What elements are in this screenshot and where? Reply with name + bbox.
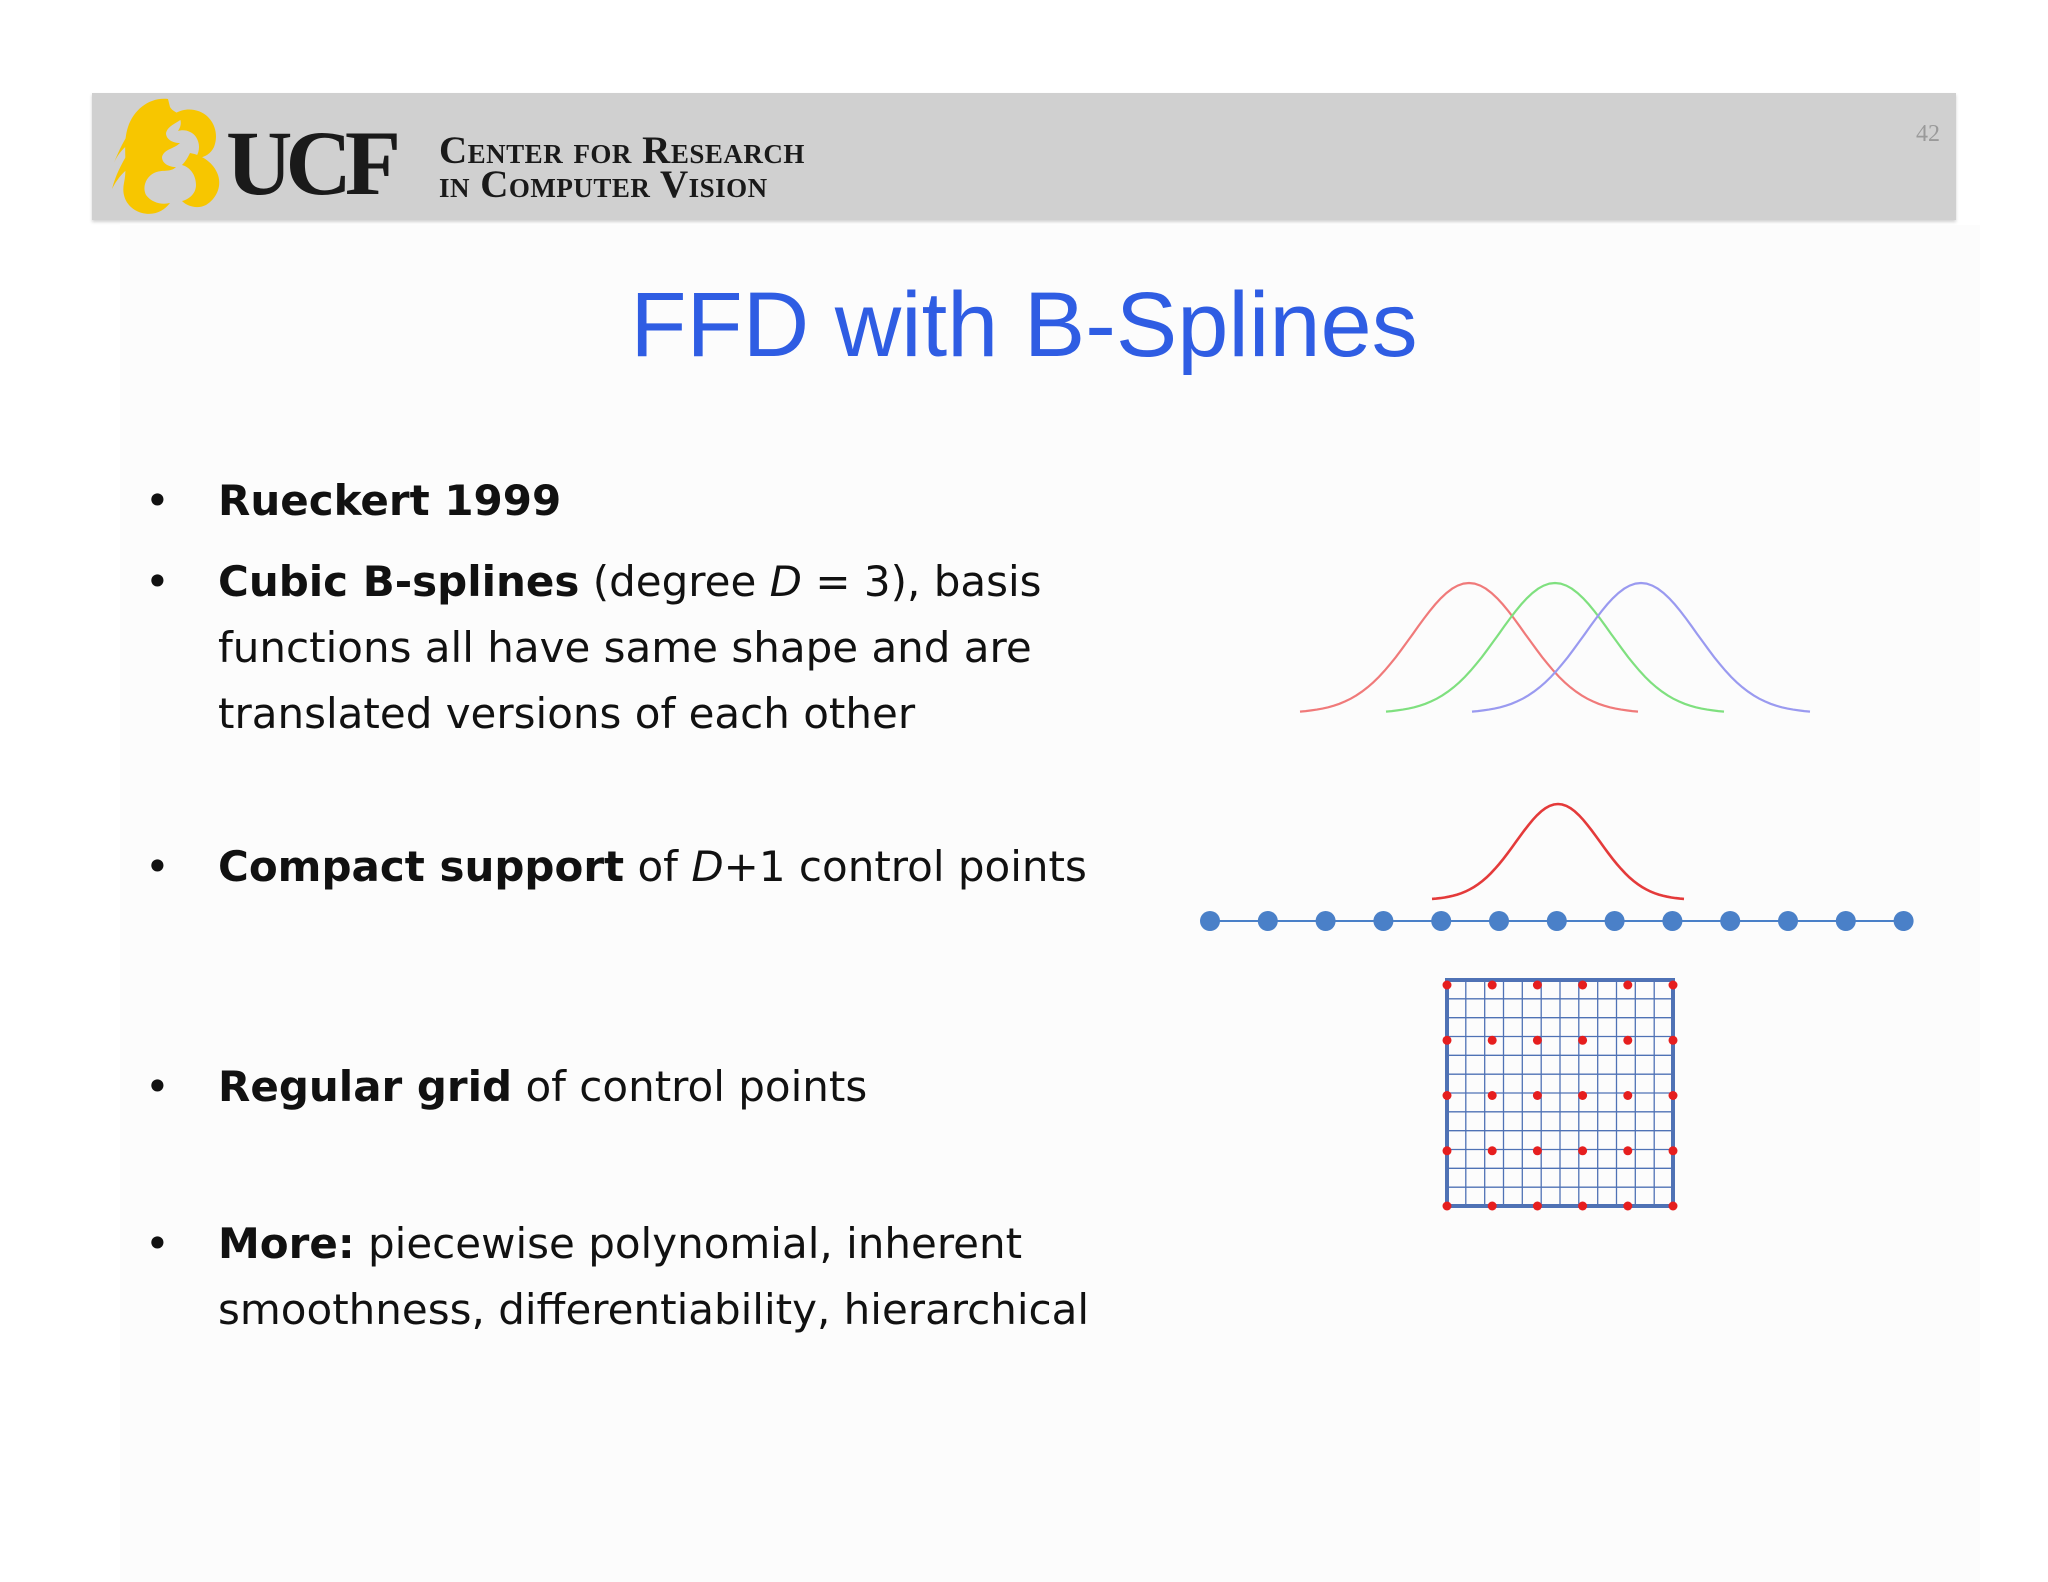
bullet-bold: Cubic B-splines	[218, 557, 580, 606]
bullet-text: Regular grid of control points	[218, 1054, 867, 1120]
page-number: 42	[1916, 121, 1940, 147]
ucf-logo-text: UCF	[226, 112, 401, 214]
bullet-dot: •	[145, 476, 170, 525]
org-name-line1: Center for Research	[439, 129, 805, 172]
bullet-line: translated versions of each other	[218, 689, 916, 738]
bullet-text: Cubic B-splines (degree D = 3), basis fu…	[218, 549, 1042, 747]
bullet-text: More: piecewise polynomial, inherent smo…	[218, 1211, 1089, 1343]
header-bar: UCF Center for Research in Computer Visi…	[92, 93, 1956, 220]
org-name-line2: in Computer Vision	[439, 163, 768, 206]
slide-title: FFD with B-Splines	[630, 274, 1418, 376]
slide-background	[120, 225, 1980, 1582]
bullet-bold: More:	[218, 1219, 355, 1268]
bullet-text: Rueckert 1999	[218, 468, 561, 534]
bullet-dot: •	[145, 1062, 170, 1111]
bullet-after-variable: = 3), basis	[802, 557, 1042, 606]
bullet-dot: •	[145, 1219, 170, 1268]
pegasus-logo-icon	[112, 98, 220, 214]
bullet-bold: Rueckert 1999	[218, 476, 562, 525]
bullet-after-variable: +1 control points	[723, 842, 1087, 891]
bullet-after-bold: piecewise polynomial, inherent	[354, 1219, 1023, 1268]
bullet-variable: D	[691, 842, 724, 891]
bullet-bold: Compact support	[218, 842, 625, 891]
bullet-after-bold: of	[624, 842, 692, 891]
bullet-line: functions all have same shape and are	[218, 623, 1032, 672]
bullet-variable: D	[769, 557, 803, 606]
bullet-after-bold: of control points	[512, 1062, 868, 1111]
bullet-dot: •	[145, 842, 170, 891]
bullet-text: Compact support of D+1 control points	[218, 834, 1087, 900]
bullet-line: smoothness, differentiability, hierarchi…	[218, 1285, 1090, 1334]
bullet-dot: •	[145, 557, 170, 606]
bullet-after-bold: (degree	[579, 557, 770, 606]
bullet-bold: Regular grid	[218, 1062, 513, 1111]
